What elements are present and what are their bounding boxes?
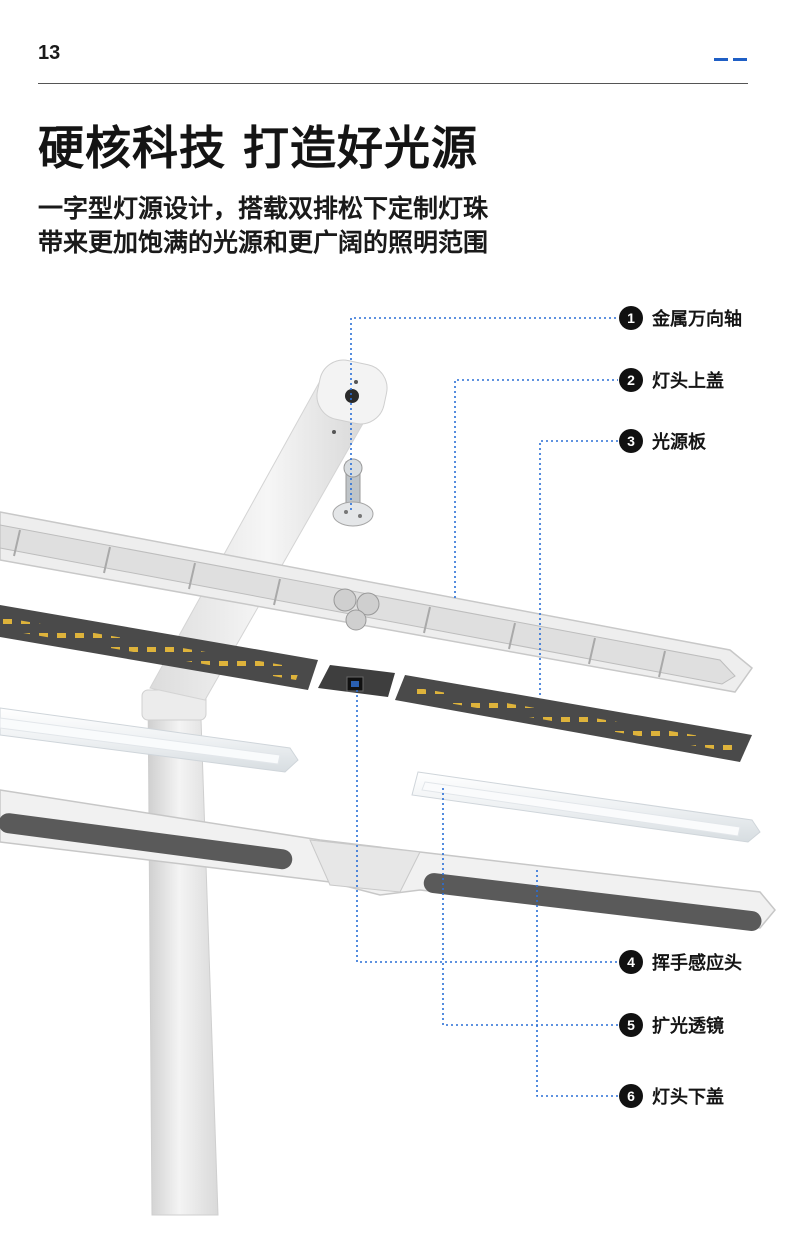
leader-lines	[350, 317, 618, 1097]
callout-label: 挥手感应头	[652, 953, 742, 974]
callout-diffusion-lens: 5 扩光透镜	[619, 1012, 724, 1038]
light-source-board	[0, 605, 752, 762]
callout-label: 灯头上盖	[652, 371, 724, 392]
wave-sensor	[318, 665, 395, 697]
subtitle-line-2: 带来更加饱满的光源和更广阔的照明范围	[38, 228, 489, 257]
metal-universal-shaft	[332, 458, 374, 527]
lamp-head-top-cover	[0, 511, 754, 693]
callout-number: 4	[619, 950, 643, 974]
callout-bottom-cover: 6 灯头下盖	[619, 1083, 724, 1109]
corner-mark-right	[733, 58, 747, 61]
callout-number: 2	[619, 368, 643, 392]
callout-number: 3	[619, 429, 643, 453]
subtitle-line-1: 一字型灯源设计，搭载双排松下定制灯珠	[38, 194, 489, 223]
callout-light-board: 3 光源板	[619, 428, 706, 454]
callout-label: 灯头下盖	[652, 1087, 724, 1108]
headline: 硬核科技 打造好光源	[38, 121, 479, 175]
callout-number: 1	[619, 306, 643, 330]
callout-number: 5	[619, 1013, 643, 1037]
page-number: 13	[38, 42, 61, 64]
diffusion-lens	[0, 707, 761, 843]
callout-wave-sensor: 4 挥手感应头	[619, 949, 742, 975]
callout-label: 扩光透镜	[652, 1016, 724, 1037]
callout-label: 金属万向轴	[652, 309, 742, 330]
callout-label: 光源板	[652, 432, 706, 453]
header-divider	[38, 83, 748, 84]
callout-metal-shaft: 1 金属万向轴	[619, 305, 742, 331]
callout-number: 6	[619, 1084, 643, 1108]
callout-top-cover: 2 灯头上盖	[619, 367, 724, 393]
corner-mark-left	[714, 58, 728, 61]
lamp-pole	[141, 689, 219, 1216]
lamp-head-bottom-cover	[0, 789, 776, 932]
